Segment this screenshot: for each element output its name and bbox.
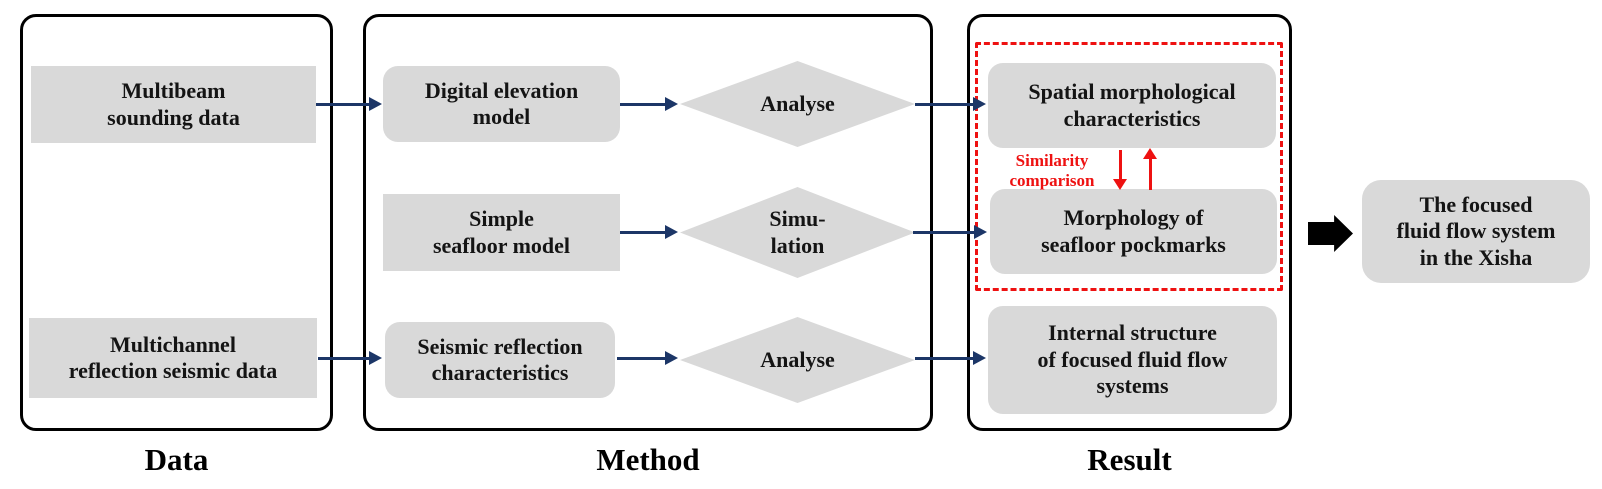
method-column-container — [363, 14, 933, 431]
result-to-final-block-arrow-icon — [1308, 215, 1353, 252]
arrow-tip — [369, 97, 382, 111]
flow-arrow-simulation-to-morphology — [913, 225, 987, 239]
flow-arrow-multichannel-to-seismic — [318, 351, 382, 365]
arrow-tip — [973, 97, 986, 111]
arrow-tip — [665, 225, 678, 239]
arrow-tip — [665, 351, 678, 365]
arrow-shaft — [915, 102, 975, 106]
node-seismic-reflection-characteristics: Seismic reflection characteristics — [385, 322, 615, 398]
node-digital-elevation-model: Digital elevation model — [383, 66, 620, 142]
similarity-down-arrow-shaft — [1118, 150, 1122, 180]
arrow-shaft — [915, 356, 975, 360]
flow-arrow-analyse-to-spatial — [915, 97, 986, 111]
arrow-tip — [973, 351, 986, 365]
node-internal-structure-of-focused-fluid-flow-systems: Internal structure of focused fluid flow… — [988, 306, 1277, 414]
arrow-shaft — [617, 356, 667, 360]
node-focused-fluid-flow-system-xisha: The focused fluid flow system in the Xis… — [1362, 180, 1590, 283]
node-simple-seafloor-model: Simple seafloor model — [383, 194, 620, 271]
flow-arrow-seafloor-to-simulation — [620, 225, 678, 239]
arrow-tip — [369, 351, 382, 365]
arrow-shaft — [620, 102, 667, 106]
arrow-shaft — [316, 102, 371, 106]
similarity-up-arrow-shaft — [1148, 158, 1152, 190]
node-multichannel-reflection-seismic-data: Multichannel reflection seismic data — [29, 318, 317, 398]
arrow-shaft — [318, 356, 371, 360]
result-column-label: Result — [1087, 442, 1172, 477]
node-spatial-morphological-characteristics: Spatial morphological characteristics — [988, 63, 1276, 148]
result-column-container — [967, 14, 1292, 431]
similarity-comparison-frame — [975, 42, 1283, 291]
flow-arrow-multibeam-to-dem — [316, 97, 382, 111]
similarity-up-arrow-tip — [1143, 148, 1157, 159]
flow-arrow-analyse-to-internal — [915, 351, 986, 365]
node-multibeam-sounding-data: Multibeam sounding data — [31, 66, 316, 143]
arrow-tip — [665, 97, 678, 111]
arrow-shaft — [620, 230, 667, 234]
node-morphology-of-seafloor-pockmarks: Morphology of seafloor pockmarks — [990, 189, 1277, 274]
similarity-up-arrow-icon — [1143, 148, 1157, 190]
arrow-shaft — [913, 230, 976, 234]
similarity-comparison-label: Similarity comparison — [1009, 151, 1095, 190]
data-column-label: Data — [144, 442, 209, 477]
arrow-tip — [974, 225, 987, 239]
flow-arrow-seismic-to-analyse — [617, 351, 678, 365]
flow-arrow-dem-to-analyse — [620, 97, 678, 111]
method-column-label: Method — [596, 442, 700, 477]
data-column-container — [20, 14, 333, 431]
similarity-down-arrow-icon — [1113, 150, 1127, 190]
similarity-down-arrow-tip — [1113, 179, 1127, 190]
